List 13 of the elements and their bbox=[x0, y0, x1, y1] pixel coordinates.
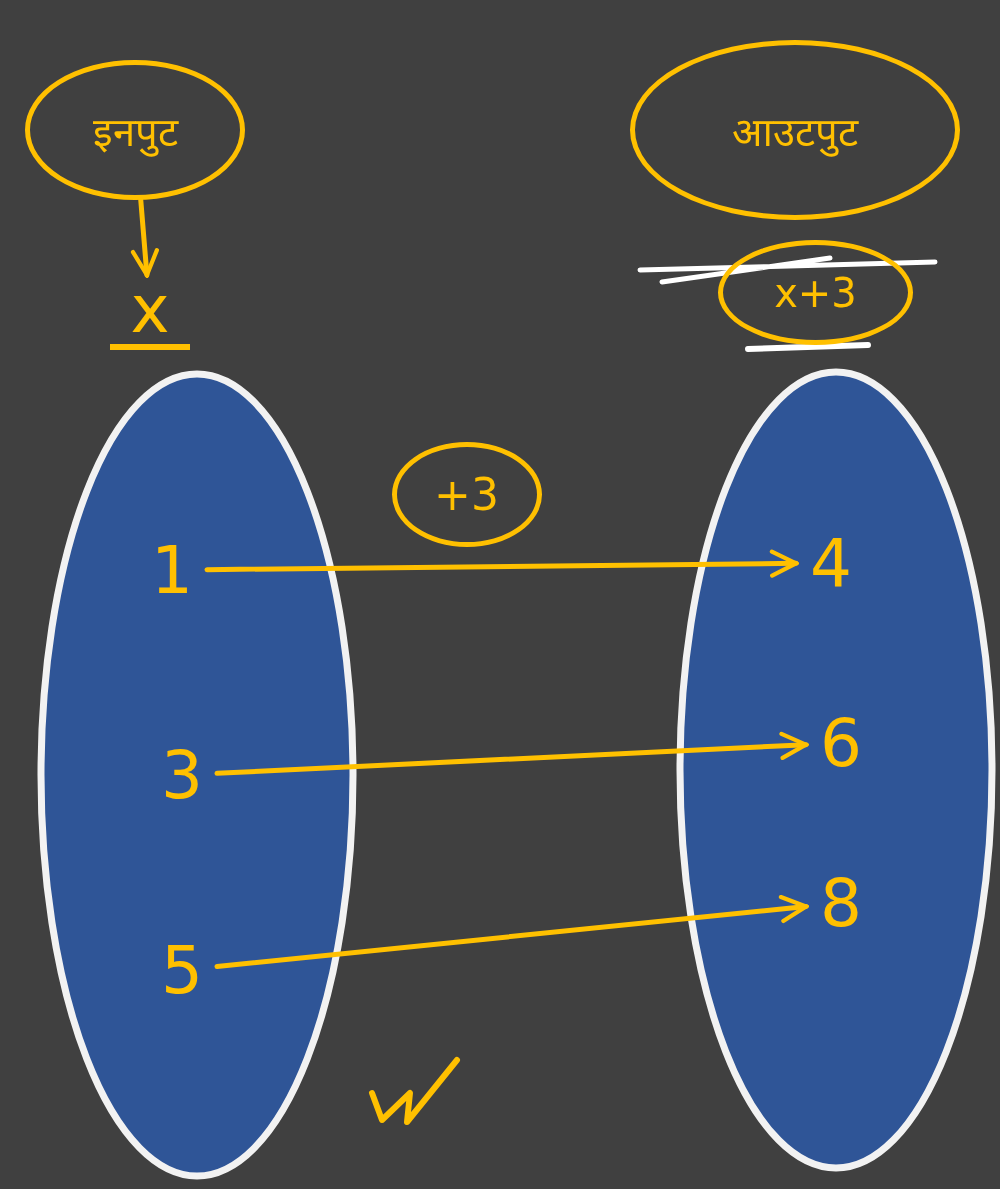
underlined-variable: x bbox=[110, 275, 190, 350]
edge-label: +3 bbox=[391, 441, 542, 547]
number-label: 6 bbox=[806, 703, 876, 783]
number-label: 8 bbox=[806, 863, 876, 943]
circled-label: आउटपुट bbox=[630, 40, 960, 220]
set-ellipse bbox=[37, 370, 357, 1180]
number-label: 4 bbox=[796, 523, 866, 603]
circled-label: x+3 bbox=[718, 240, 913, 345]
circled-label: इनपुट bbox=[25, 60, 245, 200]
number-label: 1 bbox=[137, 530, 207, 610]
number-label: 5 bbox=[147, 930, 217, 1010]
set-ellipse bbox=[676, 368, 996, 1172]
number-label: 3 bbox=[147, 735, 217, 815]
